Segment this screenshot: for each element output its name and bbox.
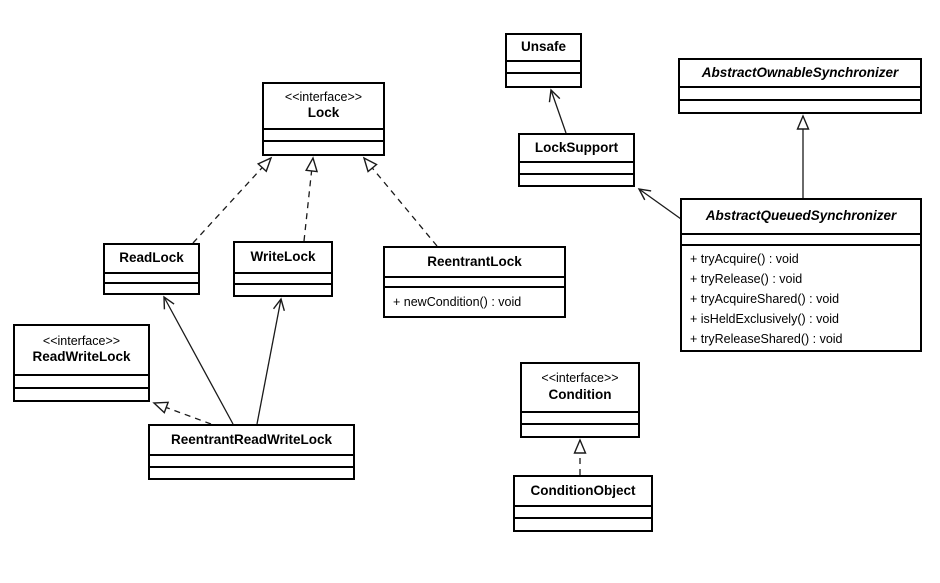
class-name: ReentrantReadWriteLock: [170, 431, 333, 447]
class-box-abstract-queued-synchronizer: AbstractQueuedSynchronizer + tryAcquire(…: [680, 198, 922, 352]
edge-locksupport-uses-unsafe: [548, 88, 567, 134]
stereotype-label: <<interface>>: [42, 333, 121, 348]
attributes-compartment: [150, 454, 353, 466]
attributes-compartment: [264, 128, 383, 140]
edge-aqs-uses-locksupport: [637, 188, 682, 220]
attributes-compartment: [522, 411, 638, 423]
method-item: + tryRelease() : void: [690, 272, 803, 286]
operations-compartment: [150, 466, 353, 478]
operations-compartment: [680, 99, 920, 112]
class-box-reentrant-lock: ReentrantLock + newCondition() : void: [383, 246, 566, 318]
operations-compartment: + tryAcquire() : void + tryRelease() : v…: [682, 244, 920, 352]
class-name: ConditionObject: [530, 482, 636, 498]
attributes-compartment: [15, 374, 148, 387]
class-name: AbstractQueuedSynchronizer: [705, 208, 897, 224]
stereotype-label: <<interface>>: [284, 89, 363, 104]
class-name: ReadLock: [119, 250, 184, 266]
method-item: + tryAcquire() : void: [690, 252, 799, 266]
class-box-read-write-lock: <<interface>> ReadWriteLock: [13, 324, 150, 402]
class-box-lock-support: LockSupport: [518, 133, 635, 187]
class-box-reentrant-read-write-lock: ReentrantReadWriteLock: [148, 424, 355, 480]
class-name: AbstractOwnableSynchronizer: [701, 64, 899, 80]
operations-compartment: [520, 173, 633, 185]
attributes-compartment: [385, 276, 564, 286]
method-item: + tryReleaseShared() : void: [690, 332, 843, 346]
attributes-compartment: [515, 505, 651, 517]
operations-compartment: + newCondition() : void: [385, 286, 564, 316]
stereotype-label: <<interface>>: [541, 371, 619, 386]
attributes-compartment: [105, 272, 198, 282]
class-name: ReentrantLock: [427, 253, 522, 269]
edge-writelock-implements-lock: [303, 156, 319, 242]
operations-compartment: [515, 517, 651, 530]
operations-compartment: [105, 282, 198, 293]
class-box-condition: <<interface>> Condition: [520, 362, 640, 438]
class-box-read-lock: ReadLock: [103, 243, 200, 295]
edge-rrwl-uses-writelock: [256, 297, 286, 425]
class-box-condition-object: ConditionObject: [513, 475, 653, 532]
attributes-compartment: [680, 86, 920, 99]
class-name: Lock: [307, 105, 340, 121]
attributes-compartment: [235, 272, 331, 283]
method-item: + tryAcquireShared() : void: [690, 292, 840, 306]
class-name: LockSupport: [534, 139, 619, 155]
attributes-compartment: [520, 161, 633, 173]
method-item: + isHeldExclusively() : void: [690, 312, 840, 326]
class-box-abstract-ownable-synchronizer: AbstractOwnableSynchronizer: [678, 58, 922, 114]
attributes-compartment: [682, 233, 920, 244]
class-box-write-lock: WriteLock: [233, 241, 333, 297]
operations-compartment: [15, 387, 148, 400]
operations-compartment: [522, 423, 638, 436]
edge-readlock-implements-lock: [192, 156, 273, 244]
class-name: Unsafe: [520, 39, 566, 55]
class-name: ReadWriteLock: [32, 349, 131, 365]
operations-compartment: [264, 140, 383, 154]
edge-rrwl-uses-readlock: [163, 295, 234, 425]
class-box-lock: <<interface>> Lock: [262, 82, 385, 156]
edge-rrwl-implements-readwritelock: [152, 401, 212, 425]
method-item: + newCondition() : void: [393, 295, 522, 309]
operations-compartment: [235, 283, 331, 295]
class-name: Condition: [548, 386, 612, 402]
class-name: WriteLock: [250, 249, 316, 265]
attributes-compartment: [507, 60, 580, 72]
operations-compartment: [507, 72, 580, 86]
class-box-unsafe: Unsafe: [505, 33, 582, 88]
edge-reentrantlock-implements-lock: [362, 156, 438, 247]
